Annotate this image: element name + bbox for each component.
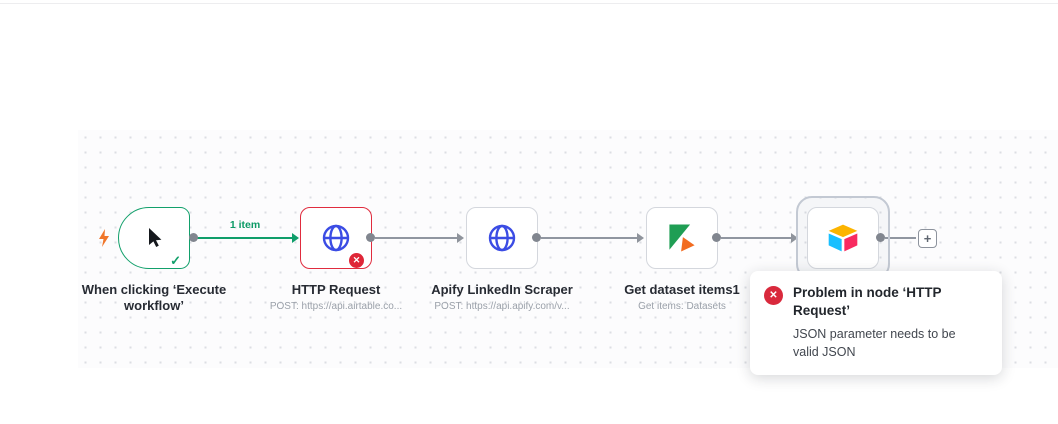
tooltip-content: Problem in node ‘HTTP Request’ JSON para… — [793, 284, 981, 361]
node-manual-trigger[interactable]: ✓ — [118, 207, 190, 269]
connection-airtable-add[interactable] — [885, 237, 916, 239]
connection-items-count-label: 1 item — [229, 219, 261, 231]
node-apify-linkedin-scraper[interactable] — [466, 207, 538, 269]
output-connector-trigger[interactable] — [189, 233, 198, 242]
cursor-icon — [149, 228, 162, 247]
node-subtitle-http-request: POST: https://api.airtable.co... — [269, 301, 403, 312]
output-connector-dataset[interactable] — [712, 233, 721, 242]
connection-http-scraper[interactable] — [375, 237, 457, 239]
airtable-logo-icon — [828, 224, 858, 252]
workflow-canvas[interactable] — [78, 130, 1058, 368]
tooltip-body: JSON parameter needs to be valid JSON — [793, 327, 956, 359]
success-check-icon: ✓ — [170, 253, 181, 268]
node-subtitle-get-dataset: Get items: Datasets — [638, 301, 726, 312]
error-tooltip: ✕ Problem in node ‘HTTP Request’ JSON pa… — [750, 271, 1002, 376]
node-get-dataset-items[interactable] — [646, 207, 718, 269]
globe-icon — [488, 224, 516, 252]
globe-icon — [322, 224, 350, 252]
connection-arrowhead-icon — [292, 233, 299, 243]
output-connector-airtable[interactable] — [876, 233, 885, 242]
error-badge-icon: ✕ — [349, 253, 364, 268]
output-connector-http[interactable] — [366, 233, 375, 242]
node-title-get-dataset: Get dataset items1 — [624, 282, 740, 297]
connection-arrowhead-icon — [457, 233, 464, 243]
apify-logo-icon — [669, 224, 695, 252]
connection-arrowhead-icon — [791, 233, 798, 243]
connection-trigger-http[interactable] — [197, 237, 293, 239]
output-connector-scraper[interactable] — [532, 233, 541, 242]
trigger-lightning-icon — [99, 229, 109, 247]
top-divider — [0, 3, 1058, 4]
connection-scraper-dataset[interactable] — [541, 237, 637, 239]
node-subtitle-apify-scraper: POST: https://api.apify.com/v... — [434, 301, 570, 312]
connection-dataset-airtable[interactable] — [721, 237, 791, 239]
node-http-request[interactable]: ✕ — [300, 207, 372, 269]
node-airtable[interactable] — [807, 207, 879, 269]
tooltip-title: Problem in node ‘HTTP Request’ — [793, 285, 942, 318]
node-title-manual-trigger: When clicking ‘Execute workflow’ — [81, 282, 227, 313]
tooltip-error-icon: ✕ — [764, 286, 783, 305]
connection-arrowhead-icon — [637, 233, 644, 243]
node-title-apify-scraper: Apify LinkedIn Scraper — [431, 282, 573, 297]
node-title-http-request: HTTP Request — [291, 282, 381, 297]
add-node-button[interactable]: + — [918, 229, 937, 248]
